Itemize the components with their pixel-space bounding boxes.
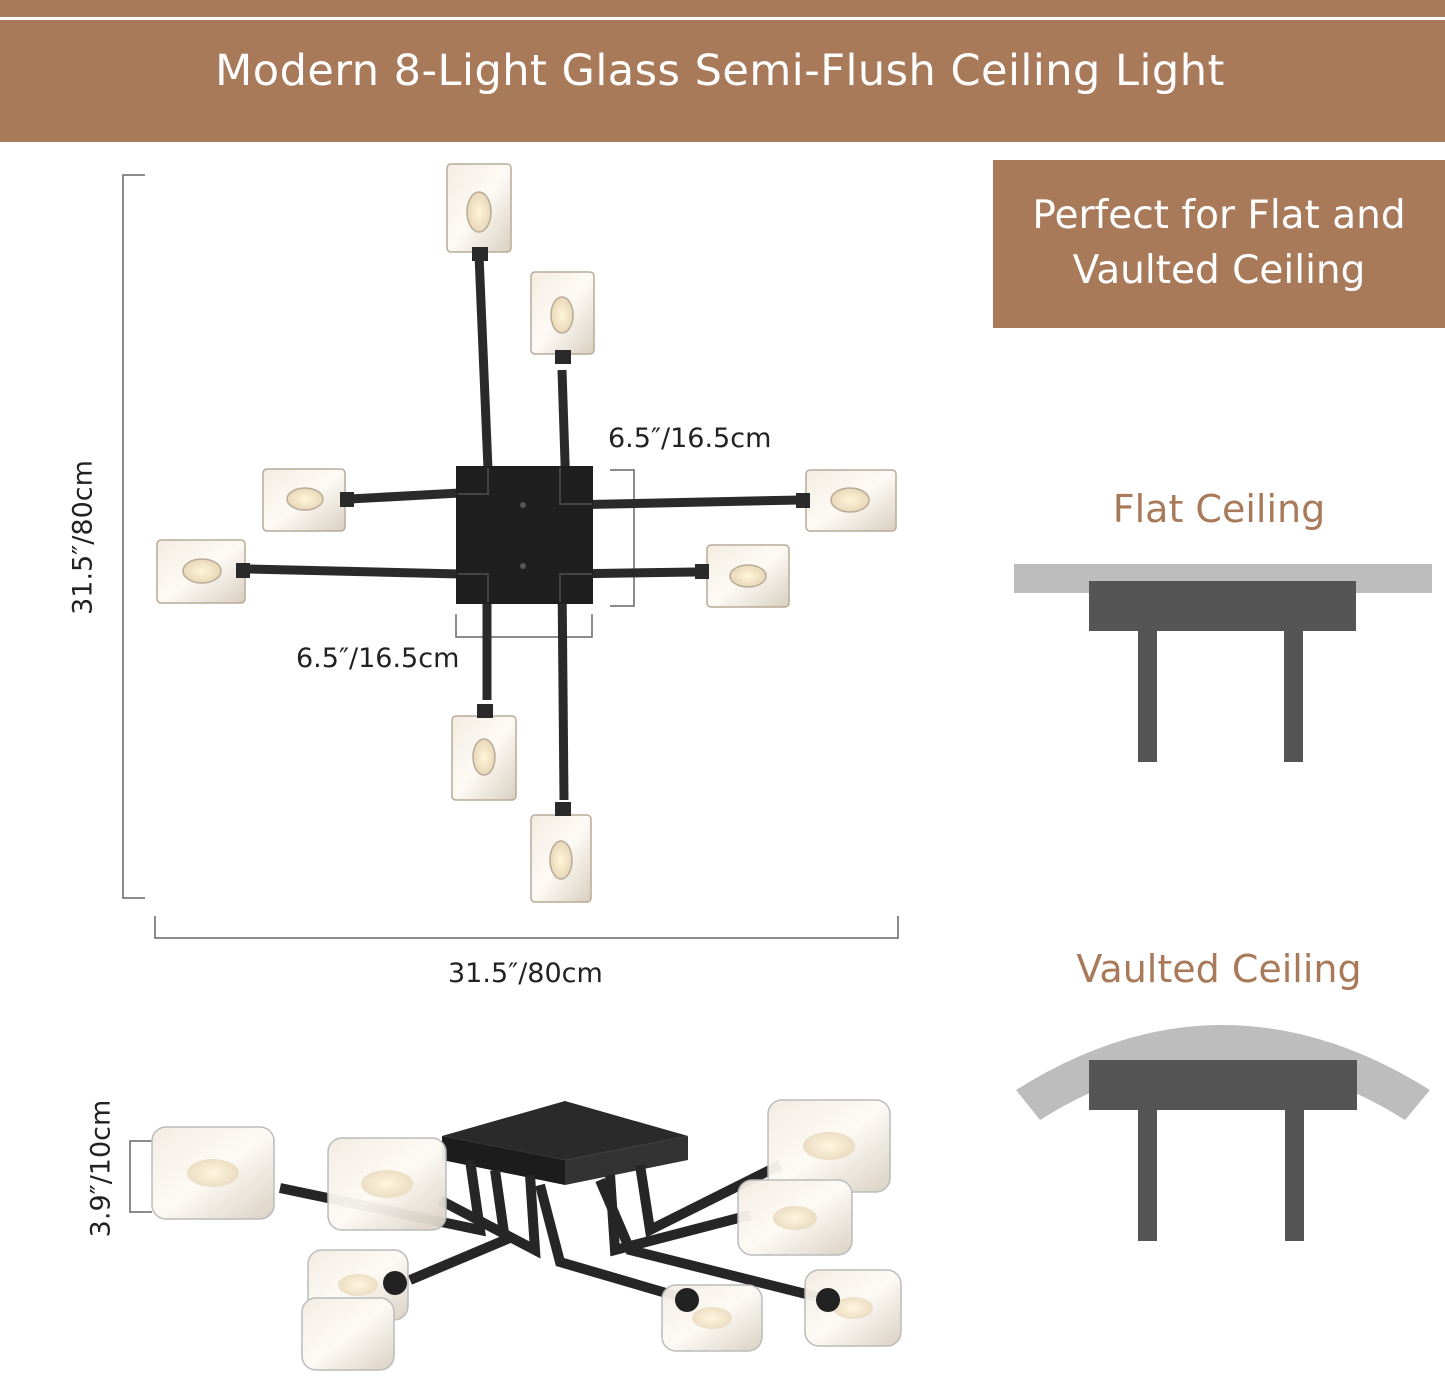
- fixture-height-label: 3.9″/10cm: [85, 1099, 117, 1238]
- ceiling-compat-callout: Perfect for Flat and Vaulted Ceiling: [993, 160, 1445, 328]
- page-title: Modern 8-Light Glass Semi-Flush Ceiling …: [215, 46, 1225, 96]
- flat-ceiling-icon: [1014, 564, 1432, 762]
- flat-ceiling-label: Flat Ceiling: [1112, 487, 1326, 531]
- height-dimension-label: 31.5″/80cm: [67, 460, 99, 615]
- callout-line-1: Perfect for Flat and: [1032, 193, 1406, 238]
- arm-offset-right-label: 6.5″/16.5cm: [608, 423, 772, 454]
- width-dimension-label: 31.5″/80cm: [448, 958, 603, 989]
- top-view-fixture: [122, 163, 899, 939]
- vaulted-ceiling-label: Vaulted Ceiling: [1076, 947, 1362, 991]
- header-banner: Modern 8-Light Glass Semi-Flush Ceiling …: [0, 0, 1445, 142]
- arm-offset-bottom-label: 6.5″/16.5cm: [296, 643, 460, 674]
- side-view-fixture: [129, 1099, 902, 1371]
- vaulted-ceiling-icon: [1016, 1025, 1430, 1241]
- banner-divider: [0, 17, 1445, 20]
- callout-line-2: Vaulted Ceiling: [1072, 248, 1366, 293]
